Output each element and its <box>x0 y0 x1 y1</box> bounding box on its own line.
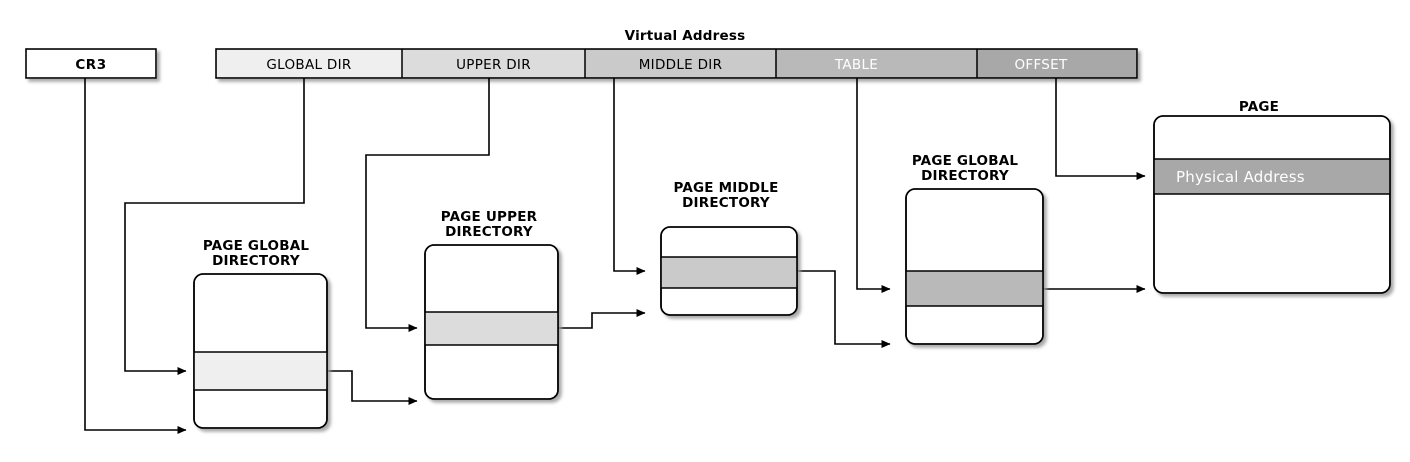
segment-label-upper-dir: UPPER DIR <box>456 57 531 73</box>
table-title-line1-pgd2: PAGE GLOBAL <box>912 153 1019 169</box>
address-bar-border <box>215 48 1138 79</box>
cr3-box-rect <box>25 48 157 79</box>
connector-globaldir-to-pgd1 <box>124 78 305 375</box>
segment-rect-global-dir <box>216 49 402 78</box>
connector-pgd1-to-pud <box>327 370 418 405</box>
table-band-pgd2 <box>906 271 1043 306</box>
table-title-line1-pud: PAGE UPPER <box>441 209 538 225</box>
table-title-line1-pgd1: PAGE GLOBAL <box>203 238 310 254</box>
segment-rect-middle-dir <box>585 49 776 78</box>
segment-label-middle-dir: MIDDLE DIR <box>639 57 723 73</box>
table-title-line2-pud: DIRECTORY <box>445 224 533 240</box>
table-page-global-directory-2[interactable]: PAGE GLOBAL DIRECTORY <box>905 153 1044 345</box>
connector-middledir-to-pmd <box>613 78 646 275</box>
diagram-title: Virtual Address <box>625 28 746 44</box>
page-box-border <box>1153 115 1391 294</box>
table-border-pgd1 <box>193 273 328 429</box>
table-band-pmd <box>661 257 797 288</box>
table-border-pud <box>424 244 559 400</box>
table-border-pmd <box>660 226 798 316</box>
page-physical-address-band <box>1154 159 1390 194</box>
segment-rect-upper-dir <box>402 49 585 78</box>
table-title-line1-pmd: PAGE MIDDLE <box>674 180 779 196</box>
address-segment-offset[interactable]: OFFSET <box>977 49 1137 78</box>
segment-rect-offset <box>977 49 1137 78</box>
table-title-line2-pgd2: DIRECTORY <box>921 168 1009 184</box>
table-border-pgd2 <box>905 188 1044 345</box>
table-band-pgd1 <box>194 352 327 390</box>
table-page-upper-directory[interactable]: PAGE UPPER DIRECTORY <box>424 209 559 400</box>
table-band-pud <box>425 312 558 345</box>
segment-label-global-dir: GLOBAL DIR <box>266 57 351 73</box>
segment-rect-table <box>776 49 977 78</box>
page-box[interactable]: PAGE Physical Address <box>1153 99 1391 294</box>
table-page-middle-directory[interactable]: PAGE MIDDLE DIRECTORY <box>660 180 798 316</box>
connector-pmd-to-pgd2 <box>797 270 891 348</box>
connector-pud-to-pmd <box>558 309 646 329</box>
connector-cr3-to-pgd1 <box>84 78 187 434</box>
address-segment-table[interactable]: TABLE <box>776 49 977 78</box>
segment-label-offset: OFFSET <box>1014 57 1068 73</box>
virtual-address-bar: GLOBAL DIR UPPER DIR MIDDLE DIR TABLE OF… <box>215 48 1138 79</box>
table-page-global-directory-1[interactable]: PAGE GLOBAL DIRECTORY <box>193 238 328 429</box>
table-title-line2-pmd: DIRECTORY <box>682 195 770 211</box>
segment-label-table: TABLE <box>834 57 878 73</box>
address-segment-global-dir[interactable]: GLOBAL DIR <box>216 49 402 78</box>
page-box-body <box>1153 115 1391 294</box>
connector-offset-to-page <box>1055 78 1146 180</box>
connector-table-to-pgd2 <box>856 78 891 293</box>
cr3-box[interactable]: CR3 <box>25 48 157 79</box>
cr3-label: CR3 <box>75 57 106 73</box>
table-body-pgd1 <box>193 273 328 429</box>
address-segment-upper-dir[interactable]: UPPER DIR <box>402 49 585 78</box>
connector-upperdir-to-pud <box>365 78 490 332</box>
table-title-line2-pgd1: DIRECTORY <box>212 253 300 269</box>
physical-address-label: Physical Address <box>1176 168 1305 186</box>
table-body-pgd2 <box>905 188 1044 345</box>
address-segment-middle-dir[interactable]: MIDDLE DIR <box>585 49 776 78</box>
page-box-title: PAGE <box>1239 99 1279 115</box>
